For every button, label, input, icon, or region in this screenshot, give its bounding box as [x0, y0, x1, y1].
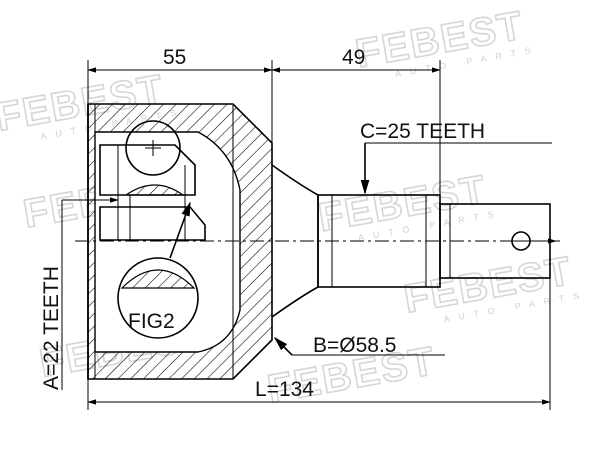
callout-outer-diameter: B=Ø58.5 [273, 334, 445, 357]
total-length-label: L=134 [255, 378, 314, 401]
inner-cage [99, 120, 206, 241]
dimension-total-length: L=134 [87, 278, 551, 410]
fig2-detail: FIG2 [117, 201, 199, 339]
dimension-shaft-length: 49 [271, 46, 441, 195]
dimension-housing-length: 55 [87, 46, 273, 143]
dim-55-label: 55 [163, 46, 186, 69]
inner-teeth-label: A=22 TEETH [40, 266, 63, 390]
outer-diameter-label: B=Ø58.5 [313, 334, 396, 357]
fig2-label: FIG2 [128, 310, 175, 333]
outer-teeth-label: C=25 TEETH [360, 120, 485, 143]
dim-49-label: 49 [342, 46, 365, 69]
callout-outer-teeth: C=25 TEETH [360, 120, 552, 195]
callout-inner-teeth: A=22 TEETH [40, 197, 119, 390]
